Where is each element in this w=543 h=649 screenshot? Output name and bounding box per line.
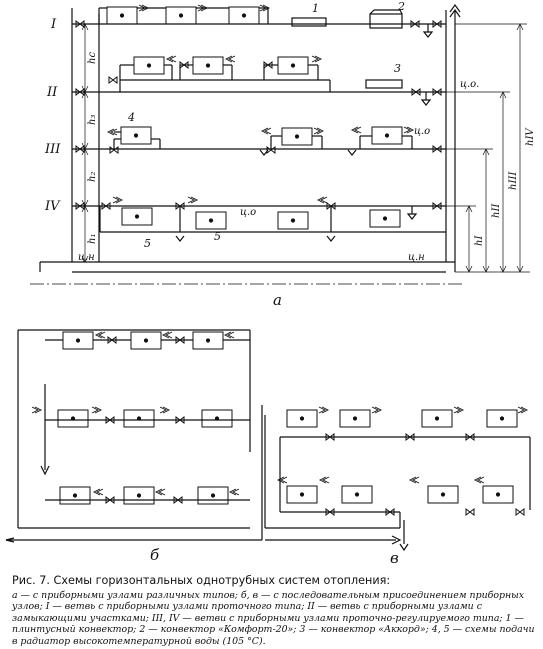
label-sub-v: в [390, 549, 399, 567]
scheme-b [5, 329, 263, 543]
heating-schemes-figure: I II III IV hс h₃ h₂ h₁ hIV hIII hII hI … [5, 0, 536, 567]
label-branch-3: III [44, 142, 61, 157]
label-branch-2: II [46, 85, 58, 100]
caption-body: а — с приборными узлами различных типов;… [12, 590, 535, 647]
scheme-v [264, 406, 531, 552]
label-h2: h₂ [87, 172, 98, 182]
label-sub-a: а [273, 291, 282, 309]
label-branch-1: I [50, 17, 57, 32]
label-co-3: ц.о [240, 207, 256, 218]
scheme-a [30, 3, 530, 285]
label-num-1: 1 [312, 2, 319, 15]
label-h-iii: hIII [508, 171, 519, 190]
label-co-2: ц.о [414, 126, 430, 137]
label-cn-left: ц.н [78, 252, 95, 263]
label-num-4: 4 [127, 111, 135, 124]
label-num-3: 3 [394, 62, 401, 75]
label-cn-right: ц.н [408, 252, 425, 263]
caption-title: Рис. 7. Схемы горизонтальных однотрубных… [12, 574, 391, 587]
label-hc: hс [87, 52, 98, 64]
label-num-5b: 5 [214, 230, 221, 243]
label-h-iv: hIV [525, 127, 536, 146]
label-co-1: ц.о. [460, 79, 479, 90]
label-num-5a: 5 [144, 237, 151, 250]
label-h1: h₁ [87, 234, 98, 244]
label-num-2: 2 [397, 0, 405, 13]
figure-caption: Рис. 7. Схемы горизонтальных однотрубных… [12, 574, 536, 647]
label-h3: h₃ [87, 115, 98, 125]
label-h-i: hI [474, 235, 485, 246]
label-sub-b: б [150, 546, 160, 564]
label-h-ii: hII [491, 203, 502, 218]
label-branch-4: IV [44, 199, 61, 214]
